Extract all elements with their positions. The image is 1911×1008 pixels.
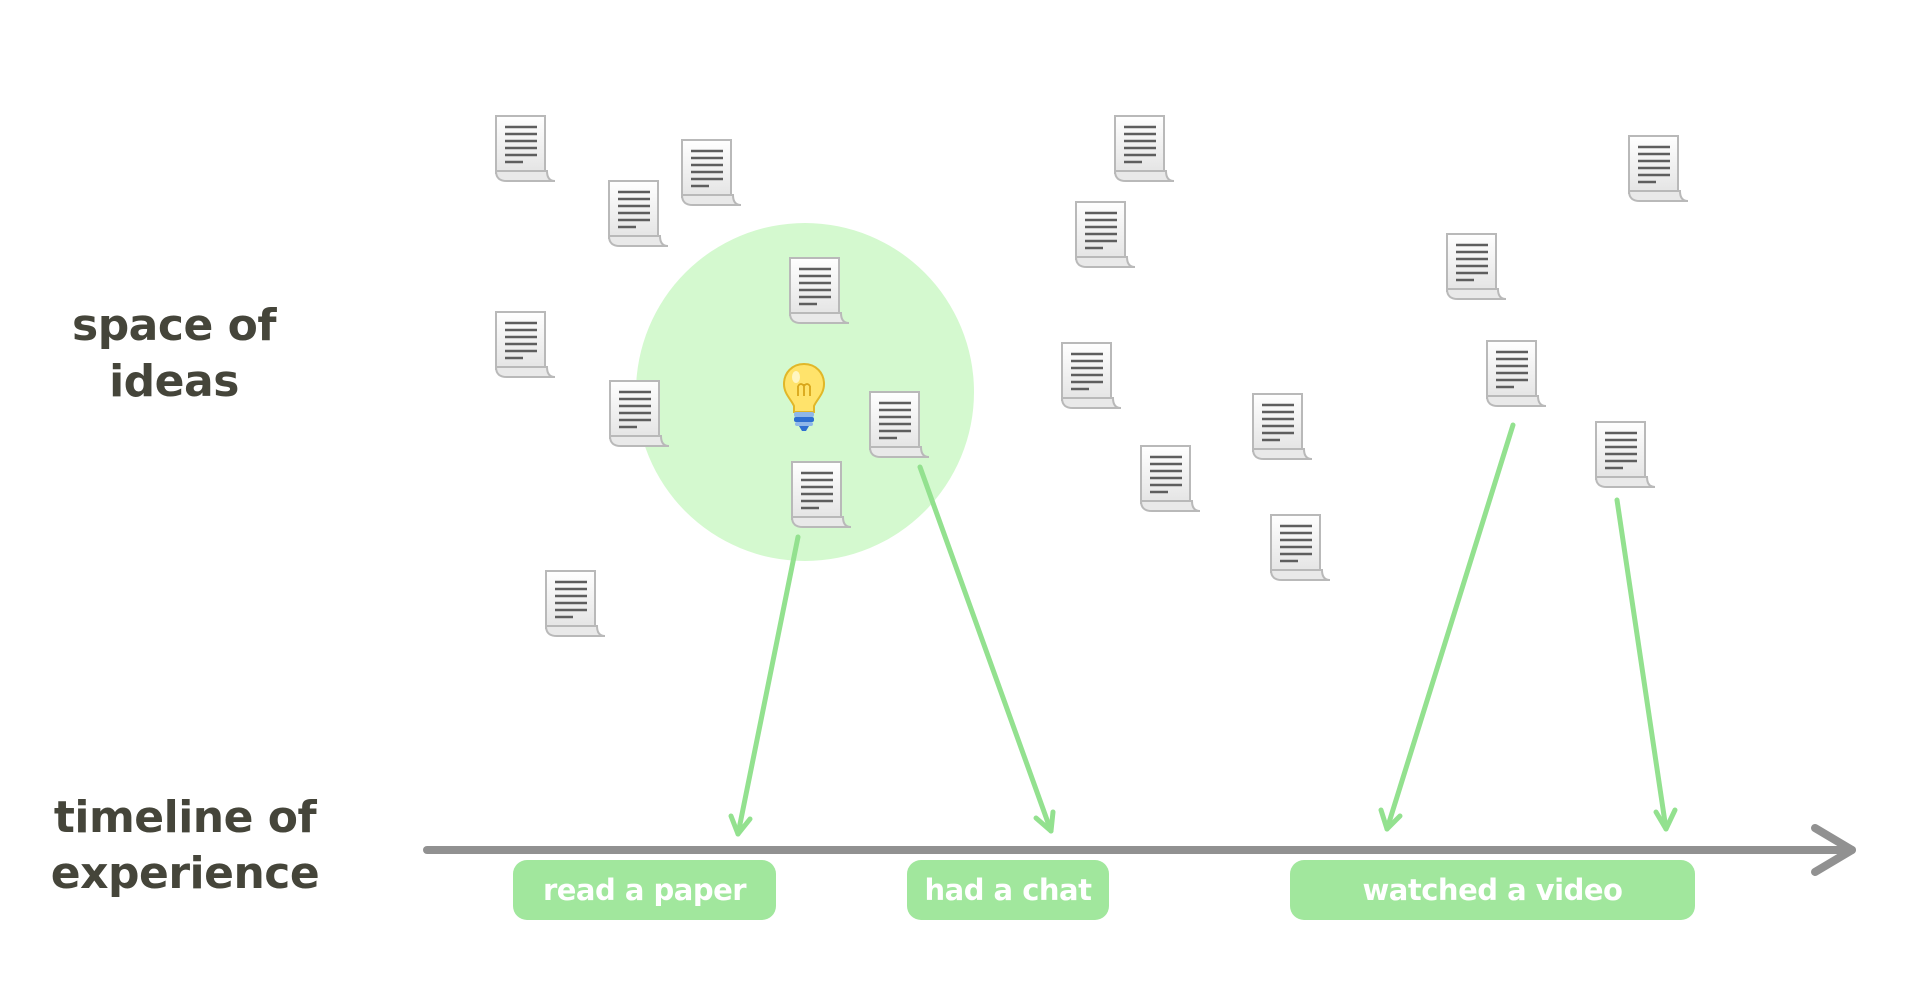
connection-arrows xyxy=(728,422,1678,837)
arrow-had-a-chat xyxy=(917,464,1056,834)
scroll-document-icon xyxy=(1627,134,1690,203)
scroll-document-icon xyxy=(1485,339,1548,408)
timeline-arrowhead xyxy=(1811,824,1856,876)
label-line: ideas xyxy=(109,356,239,407)
lightbulb-icon xyxy=(782,362,826,431)
scroll-document-icon xyxy=(607,179,670,248)
arrow-watched-a-video xyxy=(1378,422,1516,832)
scroll-document-icon xyxy=(1139,444,1202,513)
scroll-document-icon xyxy=(1269,513,1332,582)
scroll-document-icon xyxy=(680,138,743,207)
scroll-document-icon xyxy=(1594,420,1657,489)
arrow-read-a-paper xyxy=(728,534,801,837)
event-pill-had-a-chat: had a chat xyxy=(907,860,1109,920)
scroll-document-icon xyxy=(544,569,607,638)
event-pill-read-a-paper: read a paper xyxy=(513,860,776,920)
scroll-document-icon xyxy=(1445,232,1508,301)
label-line: timeline of xyxy=(53,792,317,843)
timeline-of-experience-label: timeline of experience xyxy=(40,790,330,902)
scroll-document-icon xyxy=(1074,200,1137,269)
space-of-ideas-label: space of ideas xyxy=(54,298,294,410)
scroll-document-icon xyxy=(1251,392,1314,461)
arrow-video-second xyxy=(1614,497,1678,832)
label-line: experience xyxy=(50,848,320,899)
scroll-document-icon xyxy=(494,114,557,183)
scroll-document-icon xyxy=(1113,114,1176,183)
label-line: space of xyxy=(72,300,277,351)
scroll-document-icon xyxy=(494,310,557,379)
event-pill-watched-a-video: watched a video xyxy=(1290,860,1695,920)
scroll-document-icon xyxy=(1060,341,1123,410)
